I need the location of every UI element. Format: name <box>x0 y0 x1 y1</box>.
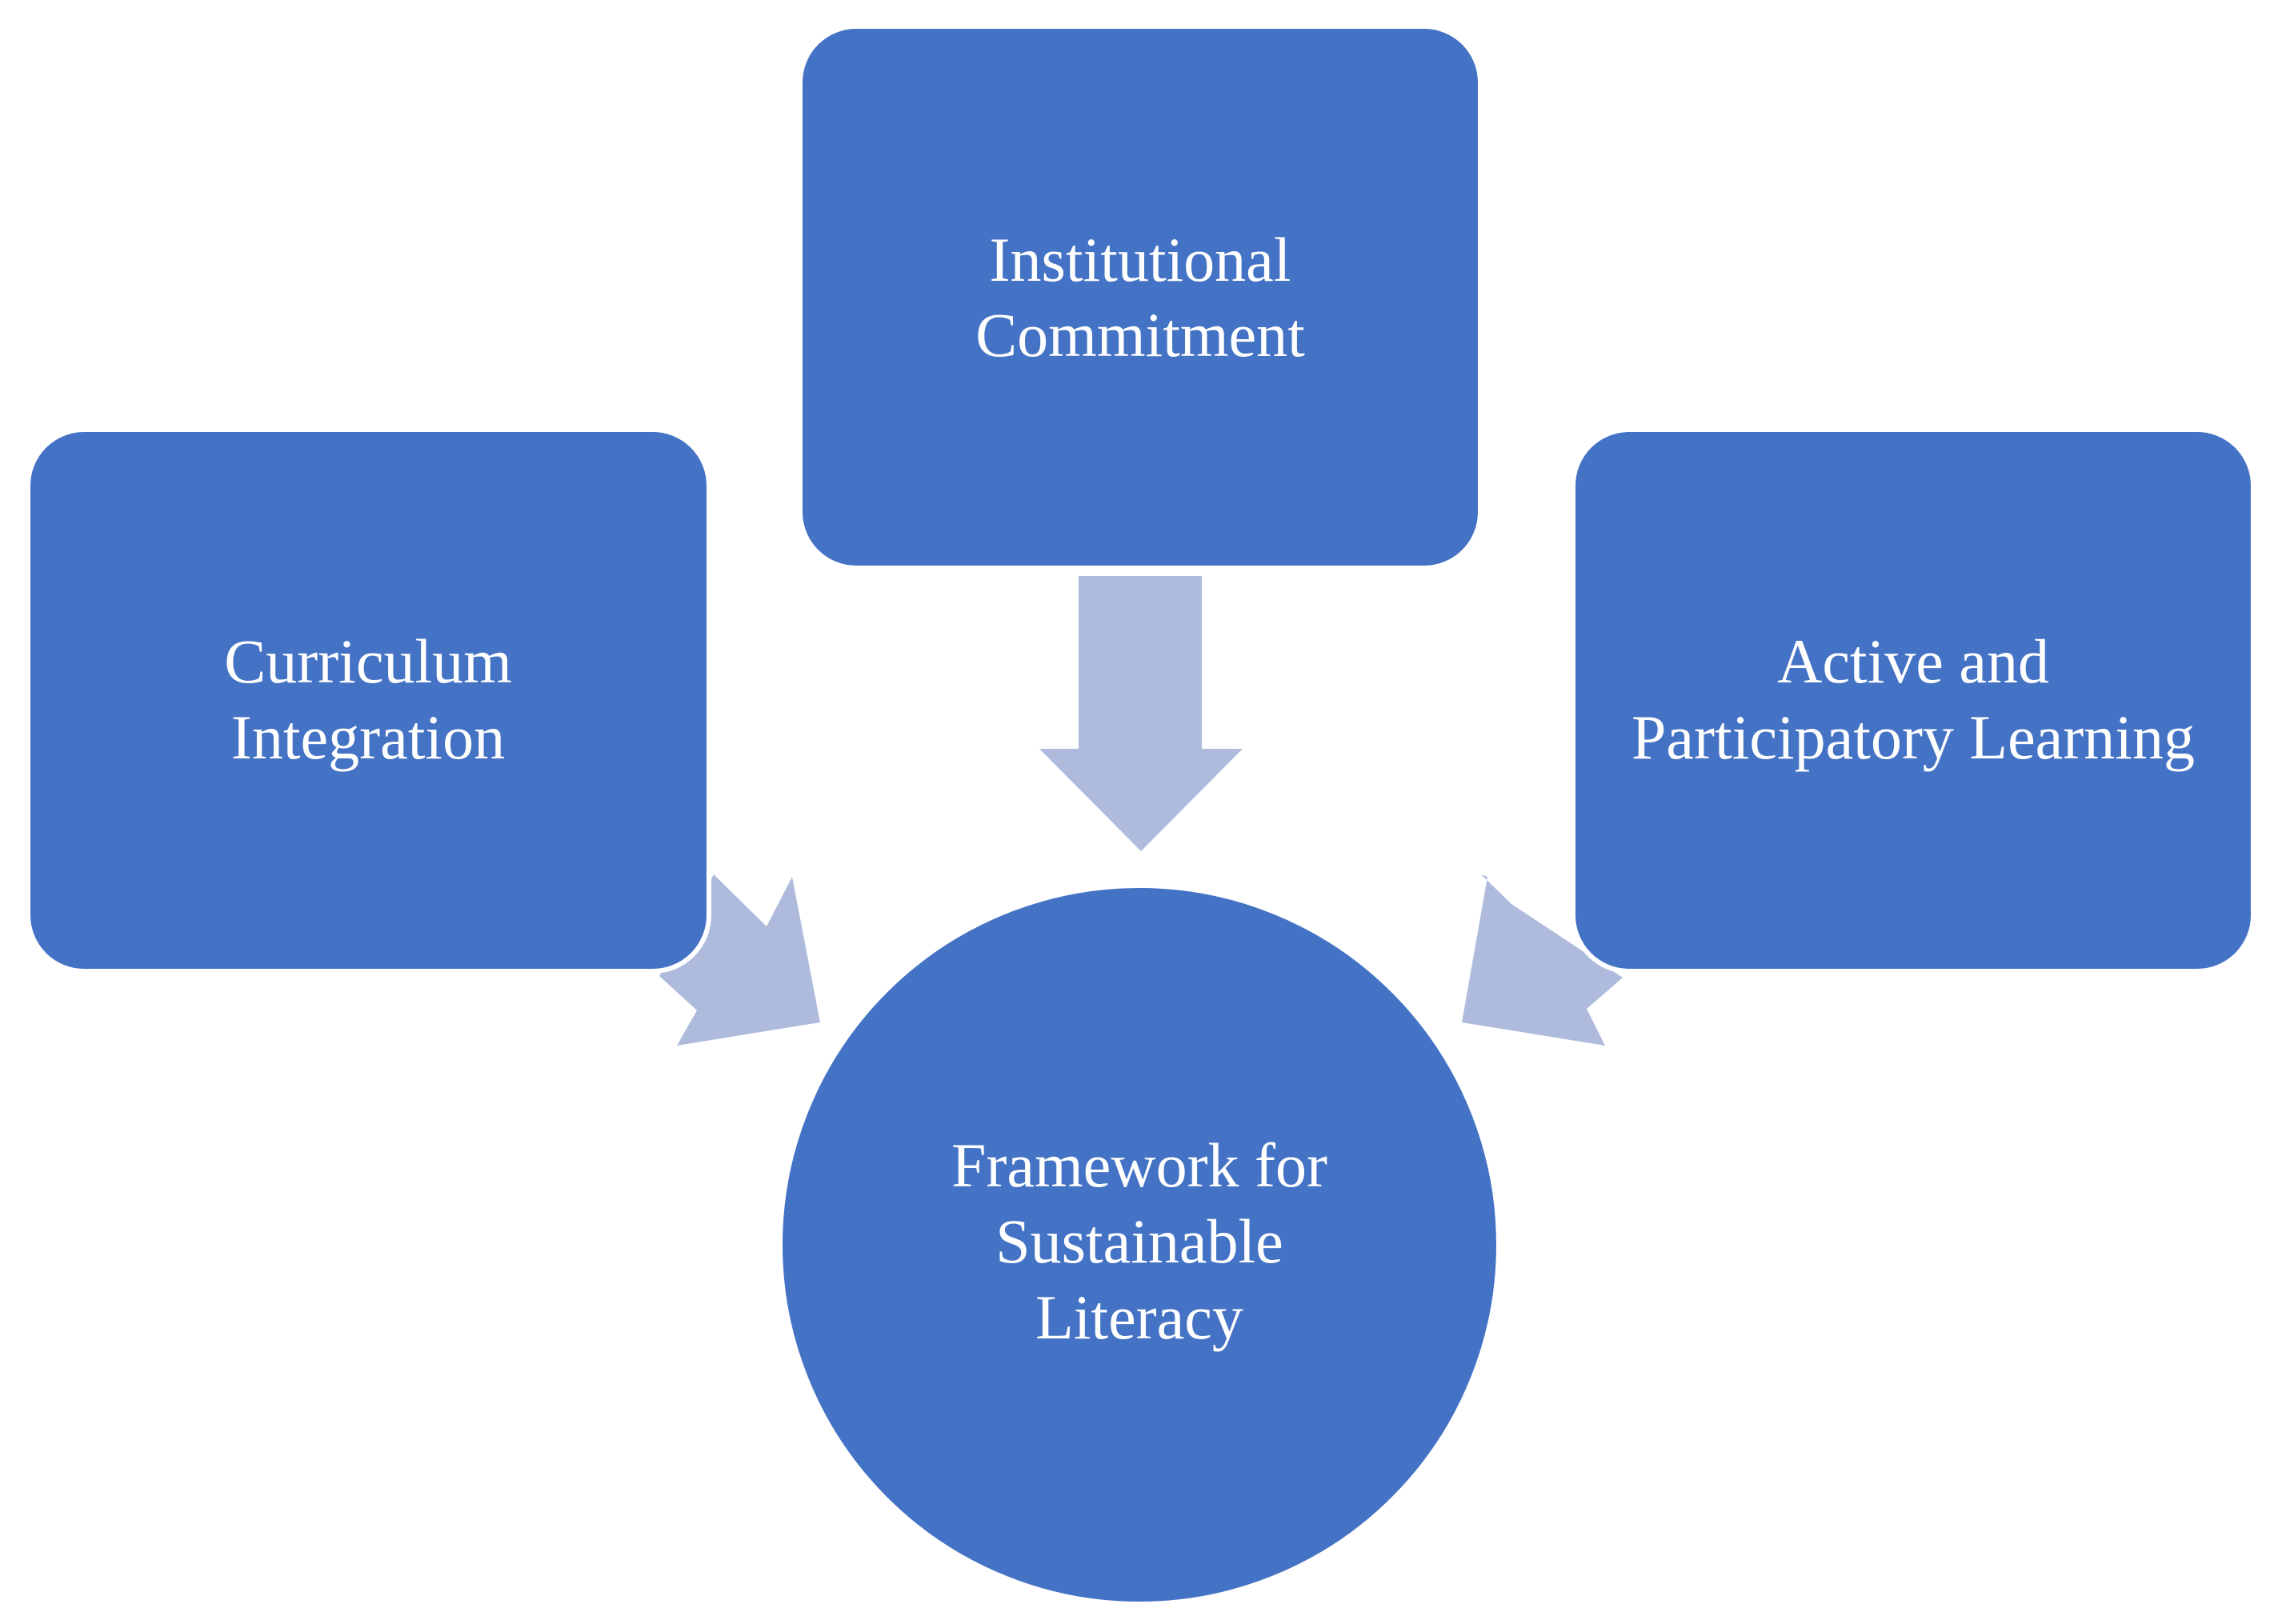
node-label-line1: Curriculum <box>224 626 512 696</box>
node-curriculum-integration: Curriculum Integration <box>26 427 711 974</box>
arrow-from-active <box>1462 874 1623 1046</box>
node-box <box>1571 427 2256 974</box>
node-circle <box>778 883 1501 1606</box>
node-box <box>26 427 711 974</box>
node-label-line1: Institutional <box>990 225 1291 294</box>
node-framework-sustainable-literacy: Framework for Sustainable Literacy <box>778 883 1501 1606</box>
node-label-line2: Sustainable <box>995 1206 1283 1276</box>
node-label-line1: Framework for <box>951 1130 1327 1200</box>
node-label-line3: Literacy <box>1035 1282 1243 1352</box>
node-box <box>798 24 1483 570</box>
node-institutional-commitment: Institutional Commitment <box>798 24 1483 570</box>
node-active-participatory-learning: Active and Participatory Learning <box>1571 427 2256 974</box>
node-label-line1: Active and <box>1777 626 2049 696</box>
arrow-down-from-institutional <box>1039 576 1243 851</box>
node-label-line2: Commitment <box>975 300 1305 370</box>
node-label-line2: Participatory Learning <box>1631 702 2195 772</box>
node-label-line2: Integration <box>231 702 505 772</box>
